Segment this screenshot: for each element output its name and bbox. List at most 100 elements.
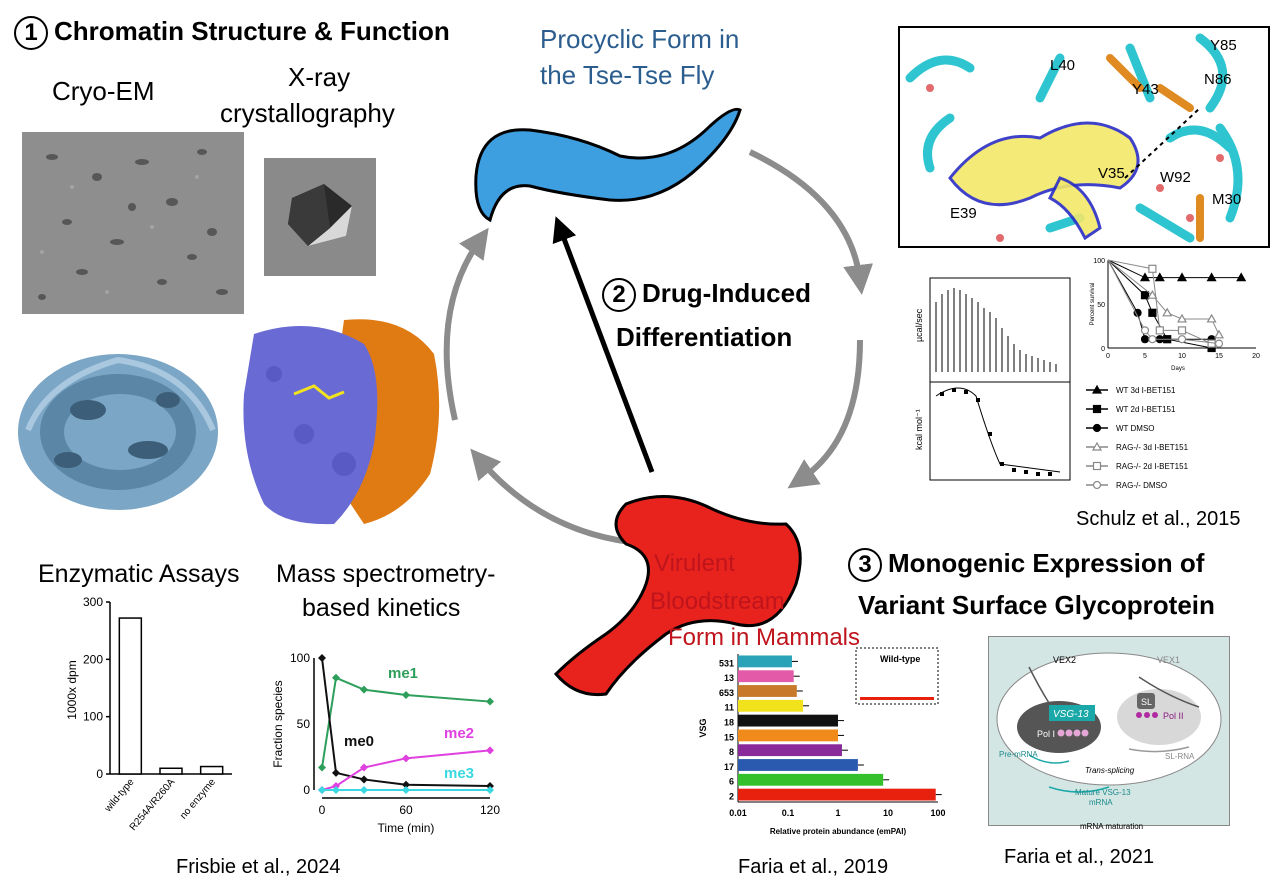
kinetics-point — [318, 786, 326, 794]
vsg-category-label: 6 — [729, 777, 734, 787]
pol1-label: Pol I — [1037, 729, 1055, 739]
survival-point — [1140, 291, 1150, 300]
survival-legend-marker — [1092, 423, 1102, 433]
section3-title-line2: Variant Surface Glycoprotein — [858, 590, 1215, 620]
itc-ylabel-bottom: kcal mol⁻¹ — [914, 409, 924, 450]
kinetics-point — [360, 685, 368, 694]
kinetics-point — [318, 763, 326, 772]
kinetics-point — [332, 768, 340, 777]
ligand-density-figure: L40 Y85 Y43 N86 V35 W92 E39 M30 — [905, 33, 1243, 243]
kinetics-point — [332, 786, 340, 794]
vsg13-label: VSG-13 — [1053, 709, 1089, 720]
kinetics-series-label: me3 — [444, 765, 474, 782]
kinetics-point — [402, 754, 410, 763]
bloodstream-parasite — [553, 495, 802, 697]
residue-label-Y85: Y85 — [1210, 37, 1237, 54]
vsg-category-label: 17 — [724, 762, 734, 772]
mature-mrna-line2: mRNA — [1089, 798, 1113, 807]
vsg-bar — [738, 655, 792, 668]
citation-schulz: Schulz et al., 2015 — [1076, 508, 1241, 530]
cryo-em-density-map — [18, 354, 218, 510]
survival-legend-label: RAG-/- DMSO — [1116, 481, 1167, 490]
kinetics-x-label: Time (min) — [378, 821, 435, 835]
vex2-label: VEX2 — [1053, 655, 1076, 665]
enzymatic-bar — [159, 767, 183, 775]
survival-x-tick: 5 — [1143, 353, 1147, 360]
procyclic-parasite — [474, 107, 742, 223]
pol2-label: Pol II — [1163, 711, 1184, 721]
vsg-inset-label: Wild-type — [880, 654, 920, 664]
kinetics-x-tick: 0 — [319, 803, 326, 817]
survival-point — [1139, 272, 1151, 282]
itc-ylabel-top: µcal/sec — [914, 308, 924, 342]
bloodstream-label-line3: Form in Mammals — [668, 624, 861, 651]
citation-frisbie: Frisbie et al., 2024 — [176, 856, 341, 878]
kinetics-series-label: me2 — [444, 725, 474, 742]
residue-label-N86: N86 — [1204, 71, 1232, 88]
vsg-inset-frame — [855, 647, 939, 705]
arrow-left-to-procyclic — [443, 227, 489, 421]
vsg-x-tick: 10 — [883, 808, 893, 818]
vsg-inset-bar — [860, 697, 934, 700]
vsg-bar — [738, 773, 884, 786]
kinetics-point — [486, 786, 494, 794]
section2-number: 2 — [602, 278, 636, 312]
vsg-bar — [738, 759, 858, 771]
sl-label: SL — [1141, 697, 1152, 707]
vsg-x-tick: 1 — [835, 808, 840, 818]
vsg-bar — [738, 699, 804, 712]
survival-point — [1207, 339, 1216, 348]
vsg-x-tick: 0.01 — [729, 808, 747, 818]
survival-point — [1148, 308, 1157, 317]
citation-faria-2021: Faria et al., 2021 — [1004, 846, 1155, 868]
crystal-structure-panel: L40 Y85 Y43 N86 V35 W92 E39 M30 — [898, 26, 1270, 248]
survival-legend-marker — [1091, 384, 1103, 394]
vsg-bar — [738, 714, 838, 727]
arrow-bloodstream-to-procyclic — [552, 216, 655, 473]
mass-spec-label-line2: based kinetics — [302, 594, 461, 622]
life-cycle-arrows — [443, 149, 874, 545]
cryo-em-micrograph — [22, 132, 244, 314]
vex1-label: VEX1 — [1157, 655, 1180, 665]
residue-label-E39: E39 — [950, 205, 977, 222]
kinetics-y-tick: 100 — [290, 651, 310, 665]
enzymatic-y-label: 1000x dpm — [65, 660, 79, 719]
enzymatic-y-tick: 200 — [83, 652, 103, 666]
itc-plot: µcal/sec kcal mol⁻¹ — [914, 277, 1071, 481]
procyclic-label-line2: the Tse-Tse Fly — [540, 60, 715, 90]
kinetics-point — [332, 673, 340, 682]
pre-mrna-label: Pre-mRNA — [999, 750, 1038, 759]
survival-y-label: Percent survival — [1090, 283, 1096, 326]
section1-title-text: Chromatin Structure & Function — [54, 16, 450, 46]
xray-label-line2: crystallography — [220, 98, 395, 128]
enzymatic-y-tick: 300 — [83, 595, 103, 609]
arrow-procyclic-to-drug — [748, 149, 874, 295]
section3-title-line1: Monogenic Expression of — [888, 548, 1205, 578]
enzymatic-bar — [199, 765, 224, 775]
survival-series-line — [1107, 259, 1242, 279]
kinetics-point — [402, 780, 410, 789]
survival-legend-marker — [1092, 480, 1102, 490]
kinetics-point — [486, 746, 494, 755]
vsg-x-tick: 0.1 — [782, 808, 795, 818]
kinetics-point — [486, 697, 494, 706]
survival-x-tick: 0 — [1106, 353, 1110, 360]
kinetics-point — [360, 786, 368, 794]
protein-surface — [243, 319, 440, 525]
vsg-category-label: 531 — [719, 658, 734, 668]
survival-x-tick: 10 — [1178, 353, 1186, 360]
enzymatic-category-label: no enzyme — [178, 777, 218, 822]
residue-label-V35: V35 — [1098, 165, 1125, 182]
survival-x-tick: 15 — [1215, 353, 1223, 360]
survival-point — [1206, 313, 1217, 323]
survival-point — [1147, 289, 1158, 299]
residue-label-L40: L40 — [1050, 57, 1075, 74]
bloodstream-label-line2: Bloodstream — [650, 588, 785, 615]
survival-point — [1140, 326, 1150, 335]
bloodstream-label-line1: Virulent — [654, 550, 735, 577]
